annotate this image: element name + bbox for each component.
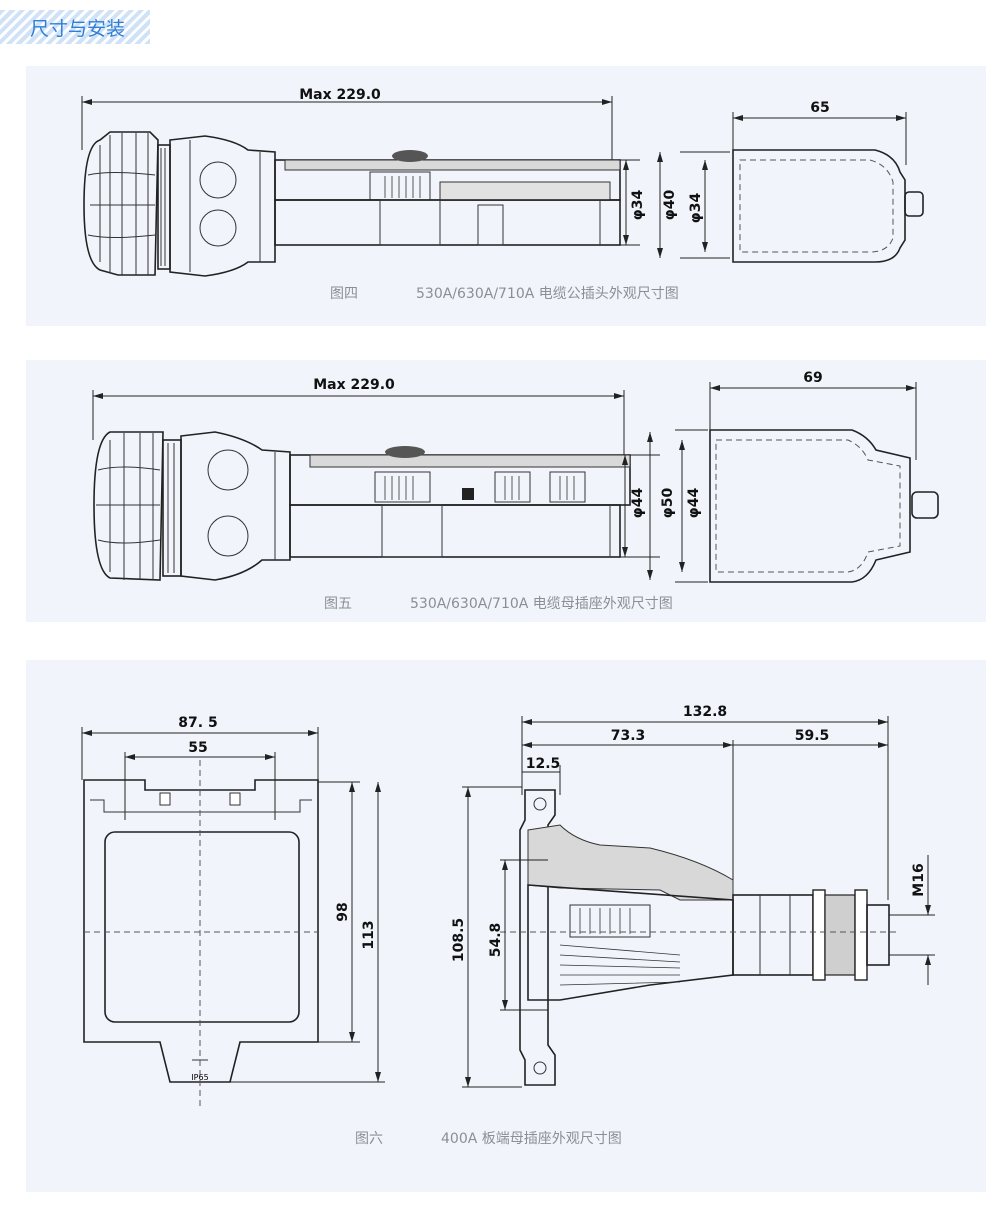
fig4-dia1-dim: φ34 xyxy=(630,190,646,221)
fig4-length-dim: Max 229.0 xyxy=(299,87,381,103)
fig6-rear-length-dim: 59.5 xyxy=(795,728,830,744)
fig6-side-height-dim: 108.5 xyxy=(451,918,467,962)
fig6-width-dim: 87. 5 xyxy=(178,715,217,731)
fig6-total-length-dim: 132.8 xyxy=(683,704,727,720)
fig6-title: 400A 板端母插座外观尺寸图 xyxy=(441,1131,622,1147)
fig6-flange-dim: 12.5 xyxy=(526,756,561,772)
fig5-cap-dim: 69 xyxy=(803,370,822,386)
fig5-dia1-dim: φ44 xyxy=(630,488,646,519)
fig6-caption: 图六 400A 板端母插座外观尺寸图 xyxy=(355,1128,622,1148)
section-title: 尺寸与安装 xyxy=(30,18,126,40)
fig6-height2-dim: 113 xyxy=(361,920,377,949)
fig6-bore-dim: 54.8 xyxy=(488,923,504,958)
fig4-cap-dim: 65 xyxy=(810,100,829,116)
fig4-number: 图四 xyxy=(330,286,358,302)
fig6-thread-dim: M16 xyxy=(911,863,927,896)
figure-panel-5 xyxy=(26,360,986,622)
fig4-dia2-dim: φ40 xyxy=(662,190,678,221)
fig4-caption: 图四 530A/630A/710A 电缆公插头外观尺寸图 xyxy=(330,283,679,303)
fig5-number: 图五 xyxy=(324,596,352,612)
fig4-dia3-dim: φ34 xyxy=(688,193,704,224)
fig5-dia3-dim: φ44 xyxy=(686,488,702,519)
fig6-front-length-dim: 73.3 xyxy=(611,728,646,744)
fig6-inner-width-dim: 55 xyxy=(188,740,207,756)
fig5-title: 530A/630A/710A 电缆母插座外观尺寸图 xyxy=(410,596,673,612)
header-decoration xyxy=(0,10,150,44)
fig5-dia2-dim: φ50 xyxy=(660,488,676,519)
fig6-rating-mark: IP65 xyxy=(191,1073,208,1082)
fig5-caption: 图五 530A/630A/710A 电缆母插座外观尺寸图 xyxy=(324,593,673,613)
fig6-height1-dim: 98 xyxy=(335,902,351,921)
fig4-title: 530A/630A/710A 电缆公插头外观尺寸图 xyxy=(416,286,679,302)
fig5-length-dim: Max 229.0 xyxy=(313,377,395,393)
fig6-number: 图六 xyxy=(355,1131,383,1147)
section-header: 尺寸与安装 xyxy=(0,0,1000,50)
